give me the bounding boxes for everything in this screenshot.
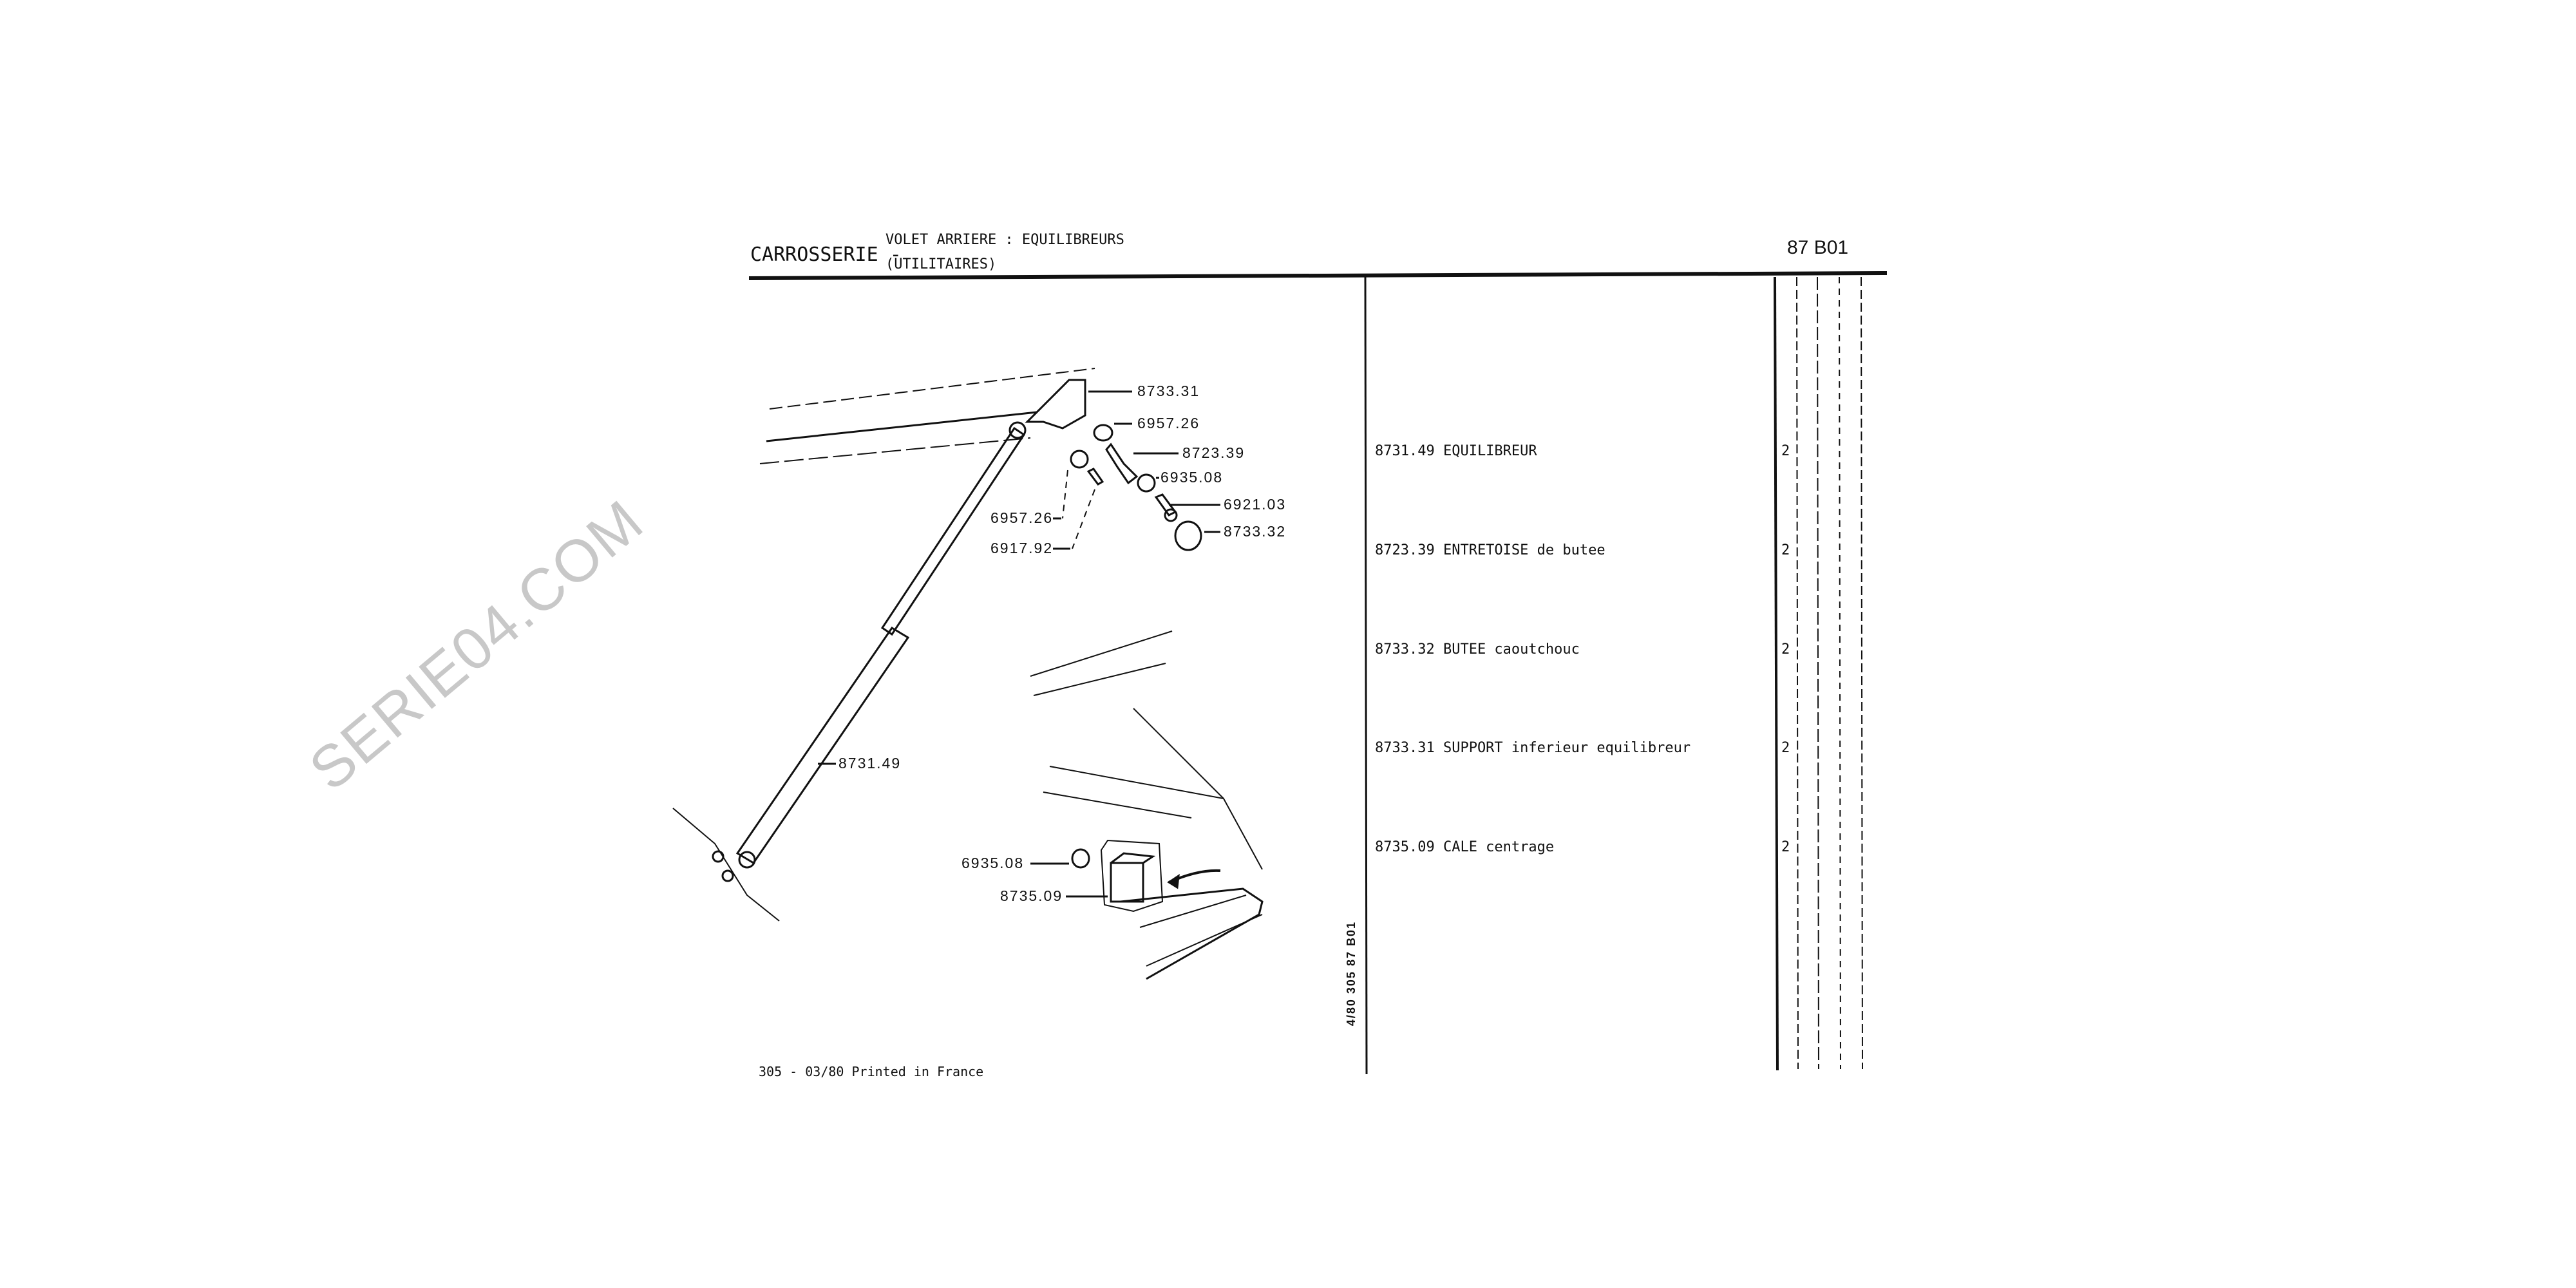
footer-print-info: 305 - 03/80 Printed in France (759, 1064, 984, 1079)
part-row-qty: 2 (1781, 641, 1790, 658)
callout-label: 8733.32 (1224, 523, 1287, 540)
callout-label: 8735.09 (1000, 887, 1063, 904)
column-divider (1364, 276, 1368, 1075)
callout-label: 8723.39 (1182, 444, 1245, 461)
part-row-qty: 2 (1781, 542, 1790, 558)
section-title: CARROSSERIE - (750, 243, 902, 266)
header-rule (748, 271, 1888, 280)
part-row-reference: 8735.09 CALE centrage (1375, 839, 1555, 855)
callout-label: 6957.26 (990, 509, 1054, 526)
callout-label: 8733.31 (1137, 383, 1200, 399)
part-row-reference: 8731.49 EQUILIBREUR (1375, 443, 1537, 459)
callout-label: 8731.49 (838, 755, 902, 772)
callout-label: 6917.92 (990, 540, 1054, 556)
part-row-reference: 8733.32 BUTEE caoutchouc (1375, 641, 1580, 658)
callout-label: 6921.03 (1224, 496, 1287, 513)
page-code: 87 B01 (1787, 237, 1849, 258)
qty-divider (1774, 276, 1779, 1071)
part-row-qty: 2 (1781, 443, 1790, 459)
part-row-qty: 2 (1781, 839, 1790, 855)
callout-label: 6935.08 (1160, 469, 1224, 486)
part-row-qty: 2 (1781, 740, 1790, 756)
part-row-reference: 8733.31 SUPPORT inferieur equilibreur (1375, 740, 1691, 756)
part-row-reference: 8723.39 ENTRETOISE de butee (1375, 542, 1605, 558)
callout-label: 6935.08 (961, 855, 1025, 871)
subtitle-line2: (UTILITAIRES) (886, 256, 997, 272)
subtitle-line1: VOLET ARRIERE : EQUILIBREURS (886, 232, 1124, 248)
callout-label: 6957.26 (1137, 415, 1200, 431)
side-reference: 4/80 305 87 B01 (1345, 921, 1358, 1027)
